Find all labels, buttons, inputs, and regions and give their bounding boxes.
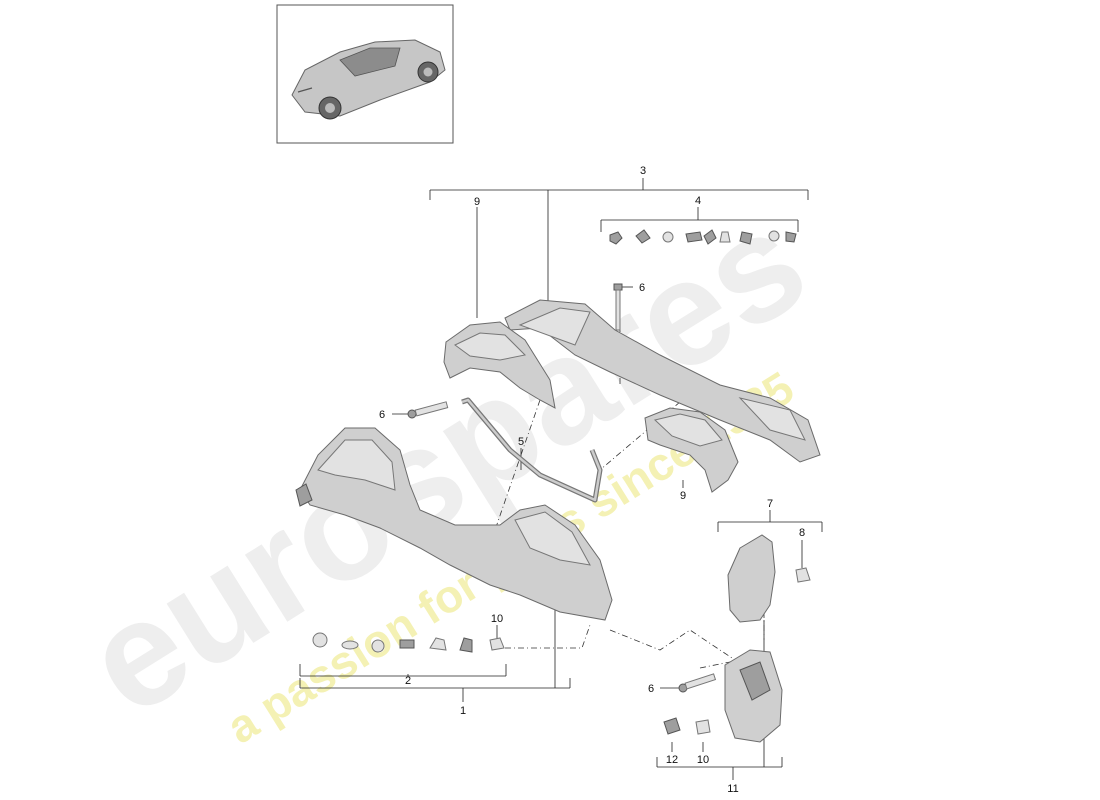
clip-icon — [489, 637, 505, 651]
callout-8: 8 — [799, 527, 805, 539]
trim-panel-icon — [727, 534, 776, 623]
nut-icon — [663, 717, 681, 735]
callout-3: 3 — [640, 165, 646, 177]
callout-4: 4 — [695, 195, 701, 207]
callout-10-left: 10 — [491, 613, 503, 625]
callout-6-left: 6 — [379, 409, 385, 421]
callout-6-lower: 6 — [648, 683, 654, 695]
bracket-rod-icon — [461, 397, 603, 503]
clip-icon — [795, 567, 811, 583]
clip-icon — [695, 719, 711, 735]
callout-6-top: 6 — [639, 282, 645, 294]
bolt-icon — [678, 673, 717, 693]
roll-bar-trim-icon — [295, 427, 613, 621]
callout-11: 11 — [727, 783, 738, 795]
fastener-set-icon — [609, 229, 797, 245]
callout-9-left: 9 — [474, 196, 480, 208]
callout-2: 2 — [405, 675, 411, 687]
callout-5: 5 — [518, 436, 524, 448]
clip-set-icon — [312, 632, 473, 653]
parts — [295, 229, 821, 743]
wheel-arch-icon — [644, 407, 739, 493]
callout-12: 12 — [666, 754, 678, 766]
bolt-icon — [613, 283, 623, 331]
cross-member-icon — [504, 299, 821, 463]
callout-9-right: 9 — [680, 490, 686, 502]
callout-7: 7 — [767, 498, 773, 510]
callout-labels: 3 9 4 6 6 5 9 7 8 10 2 6 1 12 10 11 — [379, 165, 805, 795]
bolt-icon — [407, 401, 449, 419]
vehicle-thumbnail — [276, 4, 454, 144]
wheel-arch-icon — [443, 321, 556, 409]
car-icon — [291, 39, 446, 120]
latch-bracket-icon — [724, 649, 783, 743]
callout-1: 1 — [460, 705, 466, 717]
callout-10-lower: 10 — [697, 754, 709, 766]
